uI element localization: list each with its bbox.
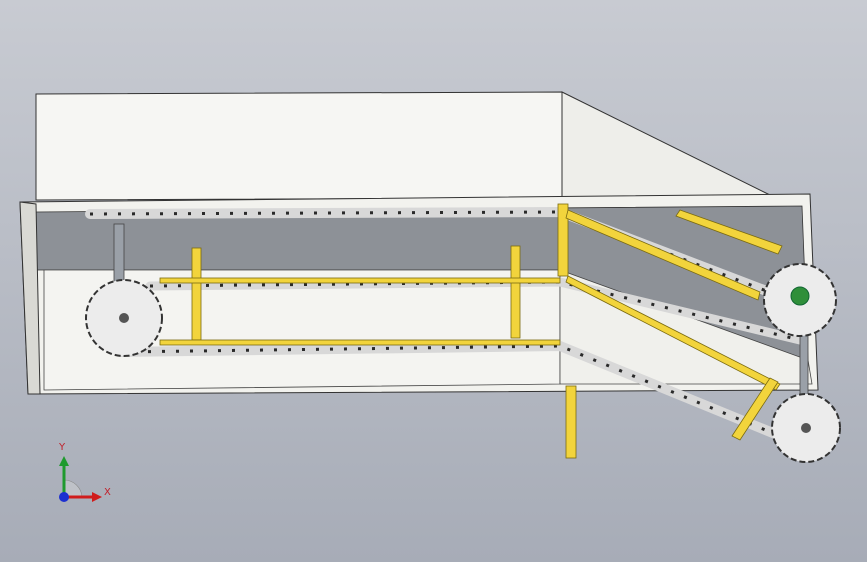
rail-post-center (557, 203, 569, 277)
rail-incline-upper (565, 209, 761, 301)
sprocket-left-hub (119, 313, 129, 323)
housing-top-side (561, 91, 773, 199)
sprocket-lower-right-hub (801, 423, 811, 433)
rail-post-mid (510, 245, 521, 339)
y-axis-arrow-head (59, 456, 69, 466)
rail-incline-strut (731, 377, 779, 441)
guide-rails (159, 203, 783, 459)
x-axis-label: X (104, 487, 111, 498)
z-axis-dot (59, 492, 69, 502)
chain-upper-run-pins (89, 210, 791, 302)
y-axis-label: Y (59, 442, 66, 453)
chain-middle-run-pins (149, 280, 801, 342)
chain-lower-run (115, 340, 795, 445)
bearing-upper-right (790, 286, 810, 306)
rail-incline-middle (565, 275, 781, 391)
x-axis-arrow-head (92, 492, 102, 502)
rail-horizontal-lower (159, 339, 561, 346)
rail-incline-top (675, 209, 783, 255)
rail-post-left (191, 247, 202, 341)
rail-post-bottom (565, 385, 577, 459)
coordinate-triad (59, 456, 102, 502)
rail-horizontal-middle (159, 277, 561, 284)
sprockets (85, 263, 841, 463)
housing-top-front (35, 91, 563, 201)
frame-left-post (19, 201, 41, 395)
